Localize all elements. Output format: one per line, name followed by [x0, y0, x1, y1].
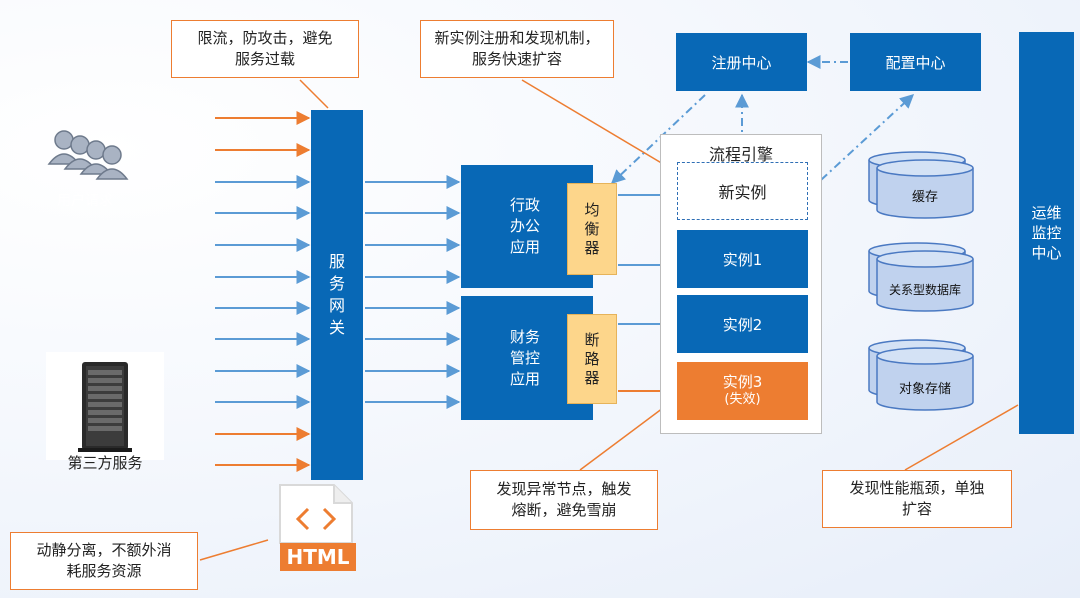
instance-3-label: 实例3: [722, 373, 763, 391]
pointer-circuit: [579, 407, 664, 471]
html-icon-label: HTML: [286, 545, 350, 569]
pointer-bottleneck: [904, 404, 1019, 471]
pointer-static-split: [199, 539, 269, 561]
callout-bottleneck: 发现性能瓶颈，单独 扩容: [822, 470, 1012, 528]
load-balancer: 均 衡 器: [567, 183, 617, 275]
callout-registration: 新实例注册和发现机制， 服务快速扩容: [420, 20, 614, 78]
instance-3-failed: 实例3 (失效): [677, 362, 808, 420]
instance-3-status: (失效): [724, 392, 761, 407]
link-new-instance-to-config: [807, 94, 915, 193]
circuit-breaker: 断 路 器: [567, 314, 617, 404]
html-file-icon: HTML: [272, 483, 358, 575]
pointer-rate-limit: [299, 79, 329, 109]
gateway-to-app-arrows: [365, 175, 461, 409]
instance-1: 实例1: [677, 230, 808, 288]
incoming-request-arrows: [215, 111, 311, 472]
callout-static-split: 动静分离，不额外消 耗服务资源: [10, 532, 198, 590]
callout-circuit: 发现异常节点，触发 熔断，避免雪崩: [470, 470, 658, 530]
third-party-label: 第三方服务: [67, 454, 143, 472]
relational-db-label: 关系型数据库: [888, 283, 961, 297]
config-center: 配置中心: [850, 33, 981, 91]
object-storage-label: 对象存储: [898, 382, 951, 397]
users-label: 用户请求: [57, 193, 113, 209]
service-gateway: 服 务 网 关: [311, 110, 363, 480]
ops-monitoring-center: 运维 监控 中心: [1019, 32, 1074, 434]
instance-2: 实例2: [677, 295, 808, 353]
process-engine-title: 流程引擎: [708, 145, 773, 164]
registry-center: 注册中心: [676, 33, 807, 91]
new-instance: 新实例: [677, 162, 808, 220]
users-group-icon: [47, 130, 129, 180]
callout-rate-limit: 限流，防攻击，避免 服务过载: [171, 20, 359, 78]
link-registry-to-balancer: [610, 94, 706, 184]
server-icon: [46, 352, 164, 460]
cache-label: 缓存: [911, 190, 938, 205]
